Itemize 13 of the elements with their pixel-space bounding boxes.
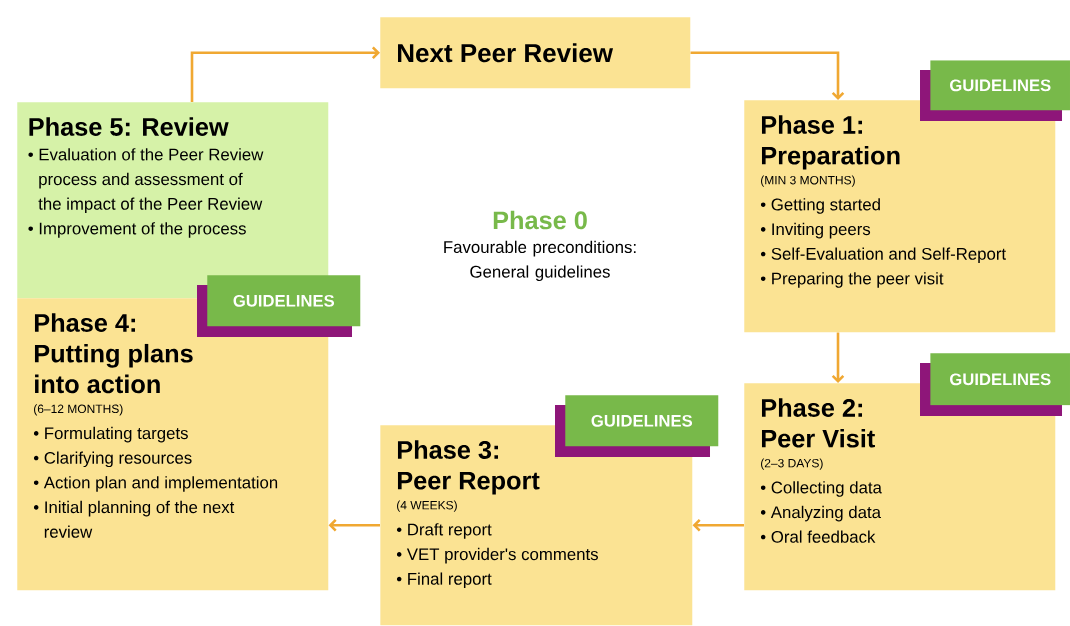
arrow	[831, 332, 845, 383]
guidelines-tab: GUIDELINES	[920, 60, 1070, 121]
guidelines-tab: GUIDELINES	[197, 275, 361, 337]
phase-box: Phase 1: Preparation (MIN 3 MONTHS) • Getting started • Inviting peers • Self-Evaluation and Self-Report • Preparing the peer visit	[744, 100, 1056, 333]
arrow	[190, 46, 380, 102]
arrow	[328, 519, 380, 532]
step-box: Next Peer Review	[380, 17, 691, 89]
arrow	[690, 51, 845, 100]
guidelines-tab: GUIDELINES	[920, 353, 1070, 416]
phase-title: Phase 0	[493, 210, 587, 230]
arrow	[692, 519, 744, 532]
guidelines-tab: GUIDELINES	[555, 395, 719, 457]
caption-text: Favourable preconditions: General guidelines	[444, 240, 636, 282]
